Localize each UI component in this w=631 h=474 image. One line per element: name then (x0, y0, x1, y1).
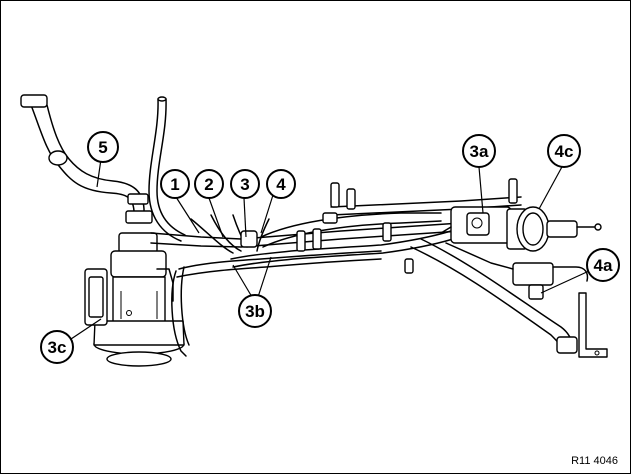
callout-3b: 3b (238, 294, 272, 328)
callout-4: 4 (266, 169, 296, 199)
svg-text:4a: 4a (594, 256, 613, 275)
callout-1: 1 (160, 169, 190, 199)
svg-text:5: 5 (98, 138, 107, 157)
hose-5 (20, 94, 153, 224)
filter-canister (84, 232, 185, 367)
svg-text:3: 3 (240, 175, 249, 194)
svg-text:1: 1 (170, 175, 179, 194)
svg-text:3b: 3b (245, 302, 265, 321)
vertical-hose (148, 96, 186, 242)
svg-text:3a: 3a (470, 142, 489, 161)
svg-text:2: 2 (204, 175, 213, 194)
figure-reference-code: R11 4046 (571, 455, 618, 467)
callout-5: 5 (87, 131, 119, 163)
diagonal-pipe (410, 238, 608, 358)
svg-text:4c: 4c (555, 142, 574, 161)
main-pipe-bundle (150, 212, 462, 274)
callout-4c: 4c (547, 134, 581, 168)
callout-3c: 3c (40, 330, 74, 364)
svg-text:4: 4 (276, 175, 286, 194)
valve-assembly (440, 206, 602, 300)
callout-3a: 3a (462, 134, 496, 168)
leader-lines (70, 158, 590, 340)
svg-text:3c: 3c (48, 338, 67, 357)
callout-4a: 4a (586, 248, 620, 282)
callout-2: 2 (194, 169, 224, 199)
lower-hose-loop (171, 250, 382, 357)
callout-3: 3 (230, 169, 260, 199)
